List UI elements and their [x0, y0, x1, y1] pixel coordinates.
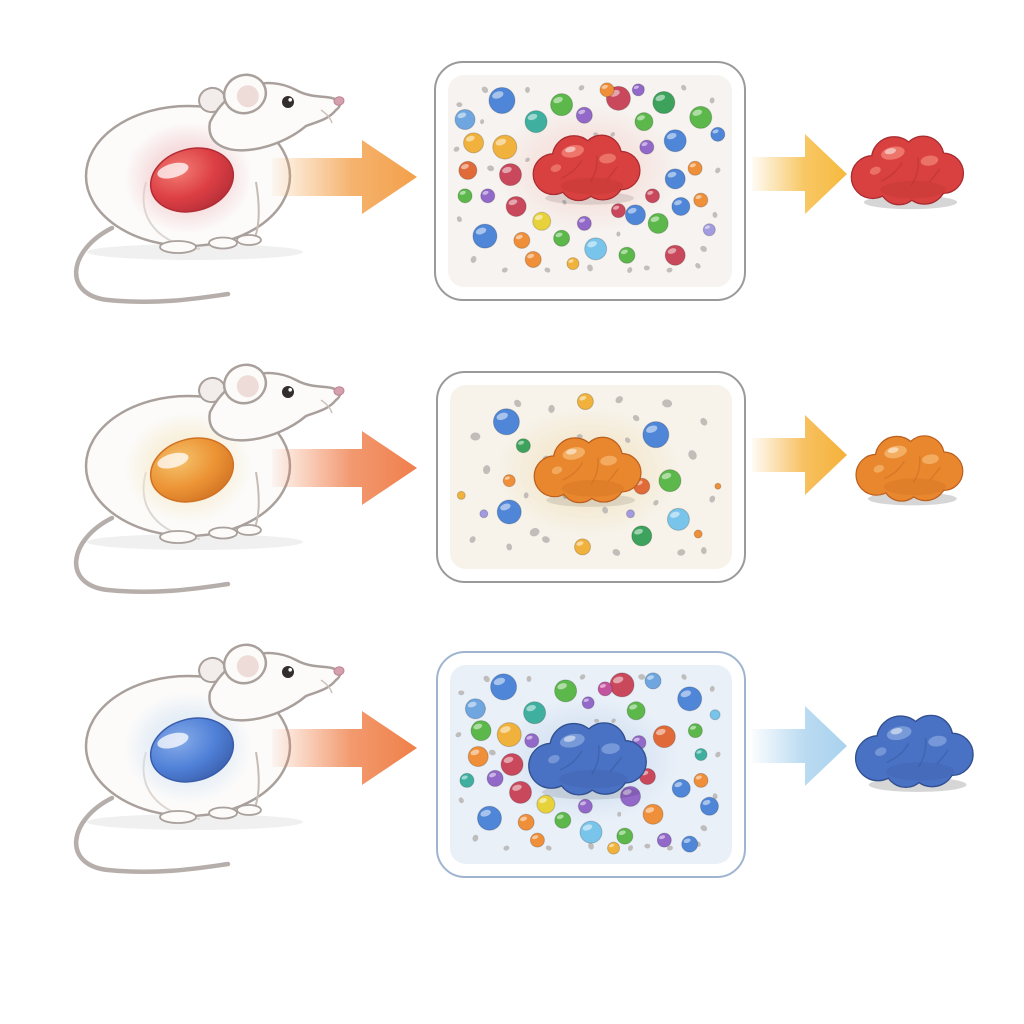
- isolated-tumor-mass-orange-tumor: [855, 435, 964, 506]
- mouse-nose: [333, 386, 345, 396]
- tumor-oval: [149, 147, 235, 213]
- tumor-oval: [149, 437, 235, 503]
- mouse-eye: [282, 386, 294, 398]
- row-blue-tumor: [74, 643, 974, 878]
- arrow-icon: [752, 415, 847, 495]
- tumor-oval: [149, 717, 235, 783]
- tumor-mass-in-dish: [533, 436, 642, 507]
- mouse-orange-tumor: [74, 363, 345, 594]
- tumor-mass-in-dish: [532, 134, 641, 205]
- arrow-mouse-to-dish-red-tumor: [272, 140, 417, 214]
- cell-bubbles: [459, 672, 721, 855]
- arrow-icon: [272, 140, 417, 214]
- arrow-icon: [752, 706, 847, 786]
- mouse-tail: [74, 515, 231, 594]
- cell-bubbles: [456, 393, 722, 556]
- arrow-icon: [752, 134, 847, 214]
- arrow-icon: [272, 431, 417, 505]
- tumor-mass-in-dish: [528, 722, 647, 800]
- row-red-tumor: [74, 61, 965, 304]
- culture-dish-orange-tumor: [436, 371, 746, 583]
- mouse-nose: [333, 96, 345, 106]
- arrow-dish-to-mass-blue-tumor: [752, 706, 847, 786]
- arrow-mouse-to-dish-orange-tumor: [272, 431, 417, 505]
- mouse-red-tumor: [74, 73, 345, 304]
- mouse-nose: [333, 666, 345, 676]
- mouse-ear: [222, 73, 268, 115]
- culture-dish-red-tumor: [434, 61, 746, 301]
- arrow-mouse-to-dish-blue-tumor: [272, 711, 417, 785]
- mouse-ear: [222, 643, 268, 685]
- isolated-tumor-mass-red-tumor: [850, 135, 965, 210]
- mouse-tail: [74, 225, 231, 304]
- mouse-blue-tumor: [74, 643, 345, 874]
- mouse-eye: [282, 96, 294, 108]
- row-orange-tumor: [74, 363, 964, 594]
- arrow-dish-to-mass-orange-tumor: [752, 415, 847, 495]
- isolated-tumor-mass-blue-tumor: [854, 714, 974, 792]
- arrow-icon: [272, 711, 417, 785]
- mouse-eye: [282, 666, 294, 678]
- cell-bubbles: [454, 82, 726, 271]
- culture-dish-blue-tumor: [436, 651, 746, 878]
- mouse-tail: [74, 795, 231, 874]
- arrow-dish-to-mass-red-tumor: [752, 134, 847, 214]
- mouse-ear: [222, 363, 268, 405]
